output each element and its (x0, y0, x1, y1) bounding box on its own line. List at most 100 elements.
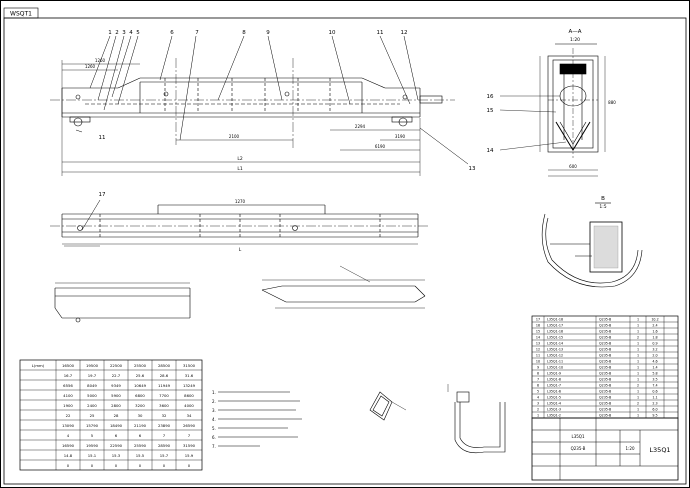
spec-cell: 15790 (86, 423, 99, 428)
spec-cell: 16.7 (64, 373, 73, 378)
spec-cell: L(mm) (32, 363, 45, 368)
bom-cell: 4.6 (652, 360, 657, 364)
bom-cell: 7.4 (652, 384, 657, 388)
dim-beam-top: 1270 (235, 199, 246, 204)
part-number-15: 15 (487, 108, 494, 114)
spec-cell: 0 (163, 463, 166, 468)
part-number-10: 10 (329, 30, 336, 36)
spec-cell: 31500 (183, 363, 196, 368)
bom-cell: L35Q1-16 (547, 330, 563, 334)
bom-cell: 1.8 (652, 336, 657, 340)
bom-cell: L35Q1-5 (547, 396, 561, 400)
bom-cell: 11 (536, 354, 540, 358)
part-number-5: 5 (136, 30, 140, 36)
note-line: 6. (212, 435, 216, 440)
spec-cell: 7700 (159, 393, 169, 398)
part-number-2: 2 (115, 30, 119, 36)
dim-right-b: 3190 (395, 134, 406, 139)
title-material: Q235-B (571, 446, 586, 451)
note-line: 5. (212, 426, 216, 431)
bom-cell: 1 (537, 414, 539, 418)
part-number-8: 8 (242, 30, 246, 36)
bom-cell: 2.3 (652, 402, 657, 406)
spec-cell: 19500 (86, 363, 99, 368)
spec-cell: 23890 (158, 423, 171, 428)
spec-table-cells: L(mm) 16500 19500 22500 25500 28500 3150… (32, 363, 196, 468)
bom-cell: 16 (536, 324, 540, 328)
bom-cell: 0.6 (652, 390, 657, 394)
bom-cell: L35Q1-8 (547, 378, 561, 382)
part-number-7: 7 (195, 30, 199, 36)
spec-cell: 25500 (134, 363, 147, 368)
main-dimension-labels: 1260 1260 2100 L2 L1 2294 3190 6190 (85, 58, 406, 172)
spec-cell: 15.5 (136, 453, 145, 458)
spec-cell: 0 (139, 463, 142, 468)
dim-section-width: 600 (569, 164, 577, 169)
spec-cell: 0 (91, 463, 94, 468)
spec-cell: 6800 (135, 393, 145, 398)
bom-cell: 2 (637, 336, 639, 340)
dim-left-end: 1260 (95, 58, 106, 63)
bom-cell: 2 (637, 402, 639, 406)
bom-cell: 1 (637, 324, 639, 328)
spec-cell: 9349 (111, 383, 121, 388)
bom-cell: Q235-B (599, 348, 612, 352)
bom-cell: 6.0 (652, 408, 657, 412)
bom-cell: Q235-B (599, 384, 612, 388)
bom-cell: 1.4 (652, 366, 657, 370)
spec-cell: 16590 (62, 443, 75, 448)
section-scale: 1:20 (570, 37, 580, 43)
spec-cell: 11949 (158, 383, 171, 388)
bom-cell: 17 (536, 318, 540, 322)
bom-table (531, 315, 679, 419)
spec-cell: 13249 (183, 383, 196, 388)
note-line: 1. (212, 390, 216, 395)
bom-cell: 9 (537, 366, 539, 370)
dim-side-gap: 1260 (85, 64, 96, 69)
part-number-4: 4 (129, 30, 133, 36)
bom-rows: 17 L35Q1-18 Q235-B 1 10.2 16 L35Q1-17 Q2… (536, 318, 659, 418)
bom-cell: L35Q1-7 (547, 384, 561, 388)
part-number-14: 14 (487, 148, 494, 154)
note-line: 4. (212, 417, 216, 422)
bom-cell: 1 (637, 348, 639, 352)
spec-cell: 18490 (110, 423, 123, 428)
bom-cell: 13 (536, 342, 540, 346)
spec-cell: 25 (90, 413, 95, 418)
bom-cell: L35Q1-6 (547, 390, 561, 394)
bom-cell: Q235-B (599, 330, 612, 334)
bom-cell: 1 (637, 390, 639, 394)
bom-cell: 0.9 (652, 342, 657, 346)
spec-cell: 22.7 (112, 373, 121, 378)
note-line: 7. (212, 444, 216, 449)
bom-cell: 1 (637, 366, 639, 370)
part-number-13: 13 (469, 166, 476, 172)
bom-cell: 1 (637, 372, 639, 376)
bom-cell: Q235-B (599, 408, 612, 412)
spec-cell: 22500 (110, 363, 123, 368)
bom-cell: 7 (537, 378, 539, 382)
bom-cell: 1 (637, 414, 639, 418)
part-number-9: 9 (266, 30, 270, 36)
bom-cell: L35Q1-4 (547, 402, 561, 406)
bom-cell: 1 (637, 360, 639, 364)
bom-cell: Q235-B (599, 414, 612, 418)
spec-cell: 26590 (183, 423, 196, 428)
bom-cell: Q235-B (599, 390, 612, 394)
spec-cell: 2800 (111, 403, 121, 408)
spec-cell: 14.8 (64, 453, 73, 458)
part-number-11: 11 (377, 30, 384, 36)
spec-cell: 28.6 (160, 373, 169, 378)
spec-cell: 32 (162, 413, 167, 418)
spec-cell: 22590 (110, 443, 123, 448)
bottom-beam-view (54, 282, 191, 323)
spec-cell: 34 (187, 413, 192, 418)
detail-view (541, 202, 643, 288)
spec-cell: 15.9 (185, 453, 194, 458)
part-numbers: 1 2 3 4 5 6 7 8 9 10 11 12 13 11 (99, 30, 476, 172)
spec-cell: 3600 (159, 403, 169, 408)
dim-half-span: L2 (237, 156, 243, 162)
spec-cell: 15.1 (88, 453, 97, 458)
bom-cell: 1.1 (652, 396, 657, 400)
